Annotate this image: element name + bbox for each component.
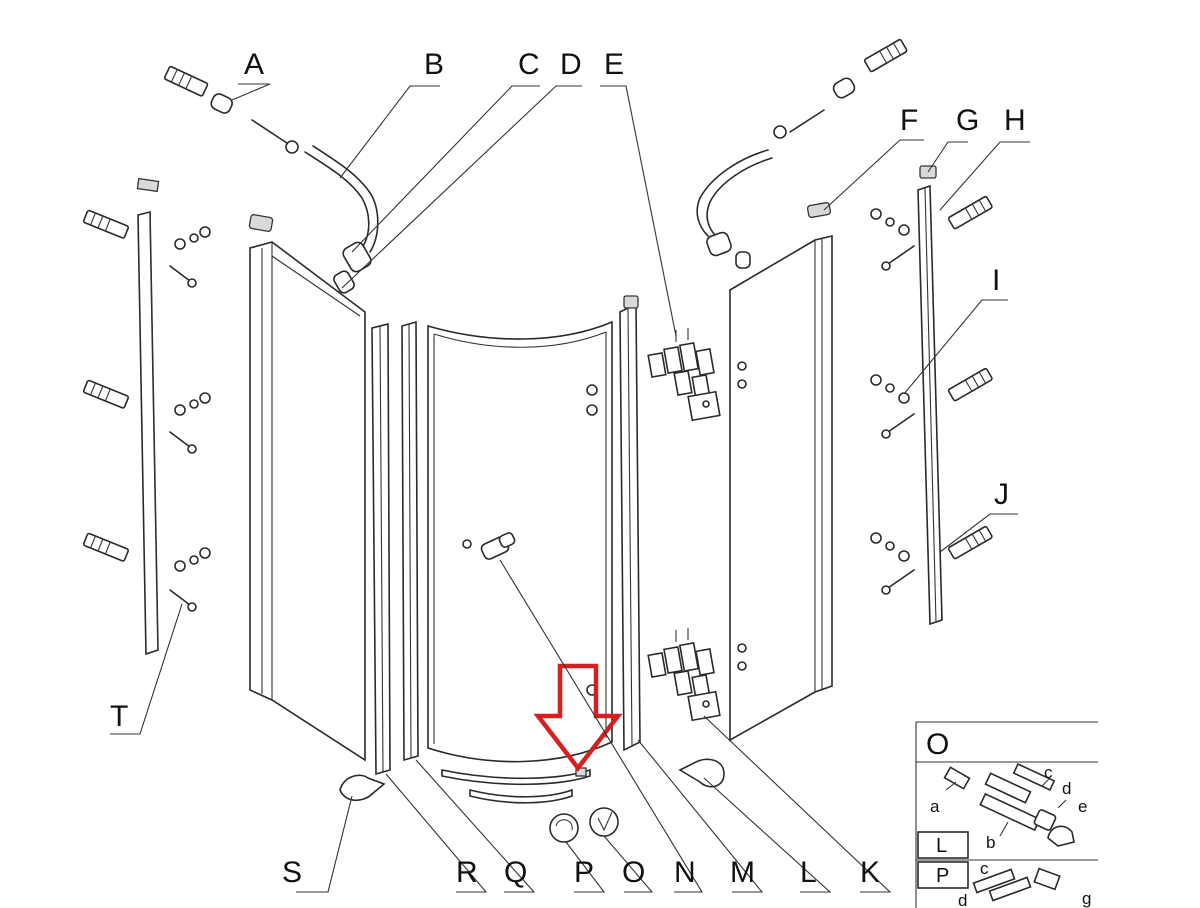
bottom-guide-l bbox=[678, 758, 725, 788]
label-p: P bbox=[574, 856, 594, 889]
right-fixed-panel bbox=[729, 202, 833, 742]
inset-row-p: P bbox=[936, 865, 949, 887]
top-right-fixings bbox=[696, 38, 908, 269]
label-h: H bbox=[1004, 104, 1026, 137]
hinge-lower bbox=[647, 628, 721, 722]
inset-parts-box: O L P a b c d e c d g bbox=[915, 721, 1098, 908]
label-b: B bbox=[424, 48, 444, 81]
inset-part-b: b bbox=[986, 833, 995, 852]
label-l: L bbox=[800, 856, 817, 889]
door-knob bbox=[480, 532, 516, 560]
inset-part-d: d bbox=[1062, 779, 1071, 798]
label-e: E bbox=[604, 48, 624, 81]
label-o: O bbox=[622, 856, 645, 889]
label-r: R bbox=[456, 856, 478, 889]
inset-part-d2: d bbox=[958, 891, 967, 908]
label-k: K bbox=[860, 856, 880, 889]
label-t: T bbox=[110, 700, 128, 733]
bottom-guide-s bbox=[339, 774, 386, 802]
inset-part-c2: c bbox=[980, 859, 989, 878]
label-i: I bbox=[992, 264, 1000, 297]
left-wall-profile bbox=[136, 177, 160, 656]
inset-part-a: a bbox=[930, 797, 940, 816]
top-left-fixings bbox=[163, 65, 379, 294]
inset-part-c: c bbox=[1044, 763, 1053, 782]
left-screws bbox=[169, 226, 211, 612]
right-wall-profile bbox=[917, 165, 943, 626]
left-fixed-panel bbox=[248, 214, 366, 762]
label-a: A bbox=[244, 48, 264, 81]
label-m: M bbox=[730, 856, 755, 889]
label-f: F bbox=[900, 104, 918, 137]
label-g: G bbox=[956, 104, 979, 137]
door-bottom-seals bbox=[441, 768, 591, 804]
label-j: J bbox=[994, 478, 1009, 511]
highlight-arrow bbox=[533, 663, 623, 772]
label-s: S bbox=[282, 856, 302, 889]
door-side-profile bbox=[619, 295, 641, 752]
label-q: Q bbox=[504, 856, 527, 889]
profile-r bbox=[371, 322, 391, 776]
label-d: D bbox=[560, 48, 582, 81]
inset-part-g: g bbox=[1082, 889, 1091, 908]
inset-row-l: L bbox=[936, 835, 947, 857]
hinge-upper bbox=[647, 328, 721, 422]
curved-door bbox=[427, 320, 613, 763]
inset-title: O bbox=[926, 728, 949, 761]
inset-part-e: e bbox=[1078, 797, 1087, 816]
profile-q bbox=[401, 320, 419, 762]
label-n: N bbox=[674, 856, 696, 889]
right-wall-anchors bbox=[870, 195, 993, 595]
label-c: C bbox=[518, 48, 540, 81]
part-labels: A B C D E F G H I J T S R Q P O N M L K bbox=[110, 48, 1026, 889]
left-wall-anchors bbox=[82, 209, 211, 612]
leader-lines bbox=[110, 83, 1030, 893]
